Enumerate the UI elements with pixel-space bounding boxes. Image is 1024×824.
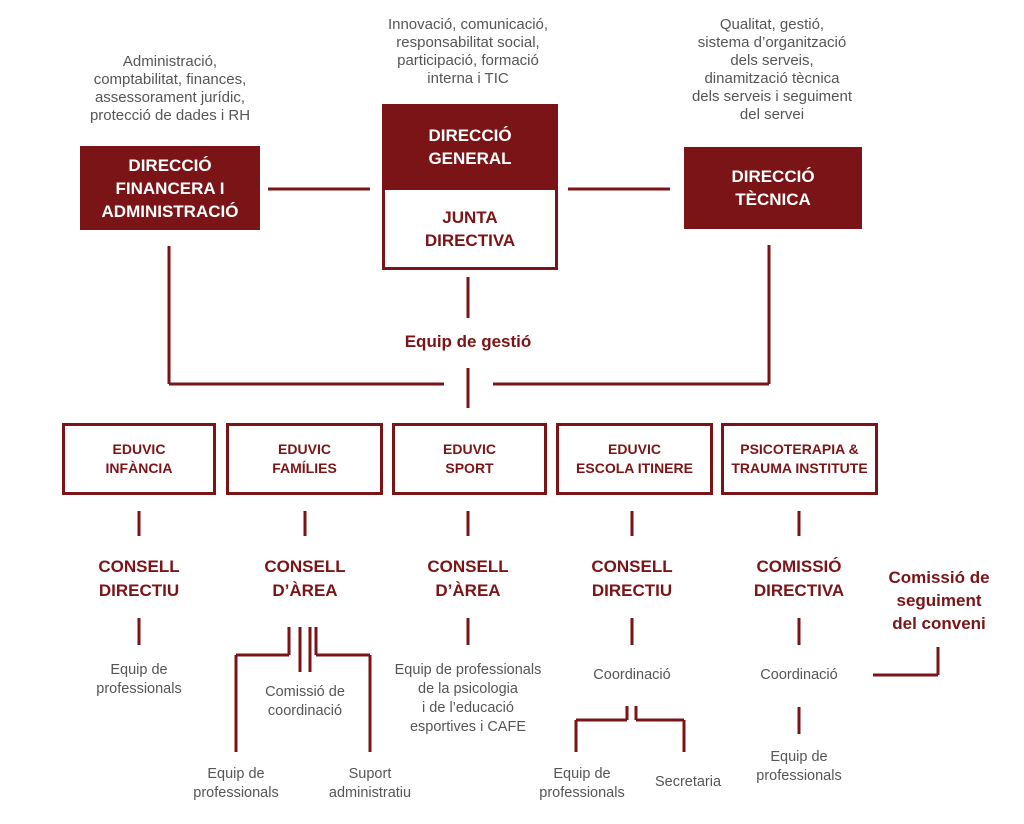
sub-psicoterapia: Coordinació [760,667,838,683]
direccio-financera-box: DIRECCIÓ FINANCERA I ADMINISTRACIÓ [80,146,260,230]
council-psicoterapia: COMISSIÓ DIRECTIVA [753,557,845,600]
comissio-seguiment-label: Comissió de seguiment del conveni [888,568,990,633]
sub-infancia: Equip de professionals [96,662,182,697]
sub-families: Comissió de coordinació [265,684,345,719]
unit-box-families: EDUVIC FAMÍLIES [226,423,383,495]
leaf-escola-equip: Equip de professionals [539,766,625,801]
unit-box-sport: EDUVIC SPORT [392,423,547,495]
council-escola-itinere: CONSELL DIRECTIU [591,557,673,600]
unit-box-infancia: EDUVIC INFÀNCIA [62,423,216,495]
leaf-families-suport: Suport administratiu [328,766,412,801]
general-description: Innovació, comunicació, responsabilitat … [387,16,549,87]
junta-directiva-box: JUNTA DIRECTIVA [382,190,558,270]
financera-description: Administració, comptabilitat, finances, … [89,53,251,124]
leaf-families-equip: Equip de professionals [193,766,279,801]
sub-sport: Equip de professionals de la psicologia … [394,662,542,735]
council-families: CONSELL D’ÀREA [264,557,346,600]
equip-gestio-label: Equip de gestió [404,332,532,351]
unit-box-escola-itinere: EDUVIC ESCOLA ITINERE [556,423,713,495]
sub-escola-itinere: Coordinació [593,667,671,683]
leaf-escola-secretaria: Secretaria [654,774,722,790]
direccio-tecnica-box: DIRECCIÓ TÈCNICA [684,147,862,229]
tecnica-description: Qualitat, gestió, sistema d’organització… [691,16,853,123]
unit-box-psicoterapia: PSICOTERAPIA & TRAUMA INSTITUTE [721,423,878,495]
direccio-general-box: DIRECCIÓ GENERAL [382,104,558,190]
leaf-psicoterapia-equip: Equip de professionals [756,749,842,784]
council-infancia: CONSELL DIRECTIU [98,557,180,600]
council-sport: CONSELL D’ÀREA [427,557,509,600]
